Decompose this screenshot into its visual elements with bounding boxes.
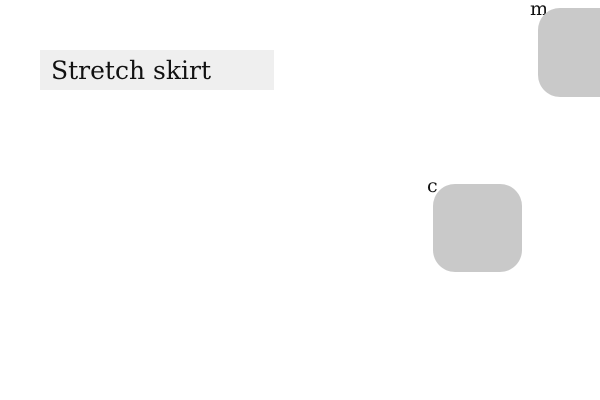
page-title: Stretch skirt [51,55,211,85]
title-box: Stretch skirt [40,50,274,90]
key-button-c[interactable] [433,184,522,272]
key-label-c: c [427,175,438,197]
key-button-m[interactable] [538,8,600,97]
